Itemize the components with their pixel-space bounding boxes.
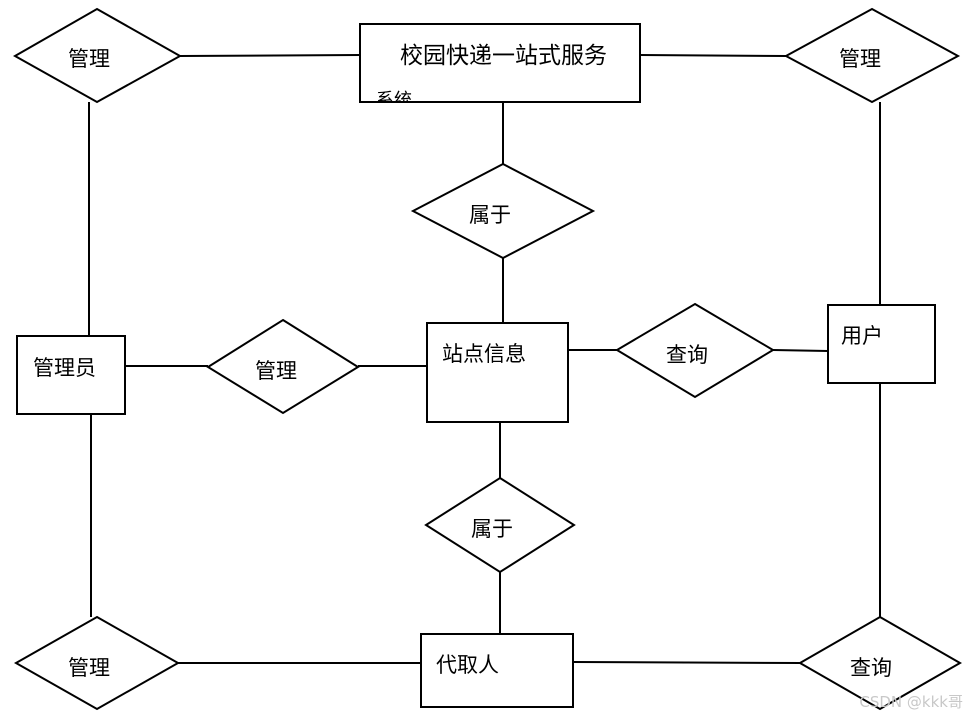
entity-user-box	[827, 304, 936, 384]
entity-boxes	[16, 23, 936, 708]
entity-system-box	[359, 23, 641, 103]
relation-manage-mid-label: 管理	[255, 359, 297, 383]
entity-station-box	[426, 322, 569, 423]
connector-lines	[88, 54, 881, 664]
labels: 校园快递一站式服务 系统 站点信息 管理员 用户 代取人 管理 管理 属于 管理…	[33, 43, 892, 680]
line-manage-tl-to-system	[179, 54, 361, 57]
entity-agent-label: 代取人	[436, 653, 499, 677]
relation-query-mid-label: 查询	[666, 343, 708, 367]
relation-belongs-bottom-diamond	[424, 476, 576, 574]
relation-belongs-bottom-label: 属于	[471, 517, 513, 541]
line-query-mid-to-user	[772, 349, 829, 352]
relation-manage-mid-diamond	[206, 318, 360, 415]
relation-belongs-top-diamond	[410, 162, 596, 260]
relation-belongs-top-label: 属于	[469, 203, 511, 227]
relation-manage-tr-label: 管理	[839, 47, 881, 71]
entity-agent-box	[420, 633, 574, 708]
relation-manage-bl-diamond	[13, 615, 181, 711]
csdn-watermark: CSDN @kkk哥	[859, 693, 963, 711]
entity-station-label: 站点信息	[442, 342, 526, 366]
relation-manage-bl-label: 管理	[68, 656, 110, 680]
entity-user-label: 用户	[841, 324, 883, 348]
relation-query-br-label: 查询	[850, 656, 892, 680]
relation-manage-tl-label: 管理	[68, 47, 110, 71]
entity-system-overflow-label: 系统	[376, 90, 412, 111]
relation-query-mid-diamond	[615, 302, 775, 399]
line-agent-to-query-br	[572, 661, 801, 664]
entity-system-label: 校园快递一站式服务	[400, 43, 607, 69]
entity-admin-box	[16, 335, 126, 415]
line-system-to-manage-tr	[639, 54, 787, 57]
relation-query-br-diamond	[797, 615, 963, 711]
relation-diamonds	[12, 7, 963, 711]
entity-admin-label: 管理员	[33, 356, 96, 380]
relation-manage-tr-diamond	[783, 7, 961, 104]
relation-manage-tl-diamond	[12, 7, 183, 104]
